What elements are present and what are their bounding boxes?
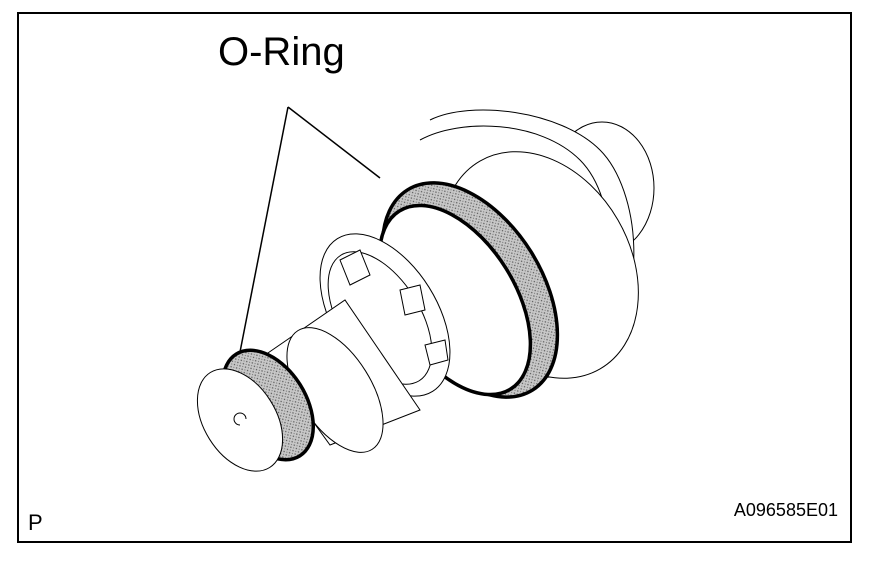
small-o-ring — [196, 348, 316, 472]
o-ring-label: O-Ring — [218, 30, 345, 74]
figure-id: A096585E01 — [733, 500, 838, 520]
leader-lines — [239, 106, 381, 353]
corner-mark: P — [28, 510, 43, 535]
